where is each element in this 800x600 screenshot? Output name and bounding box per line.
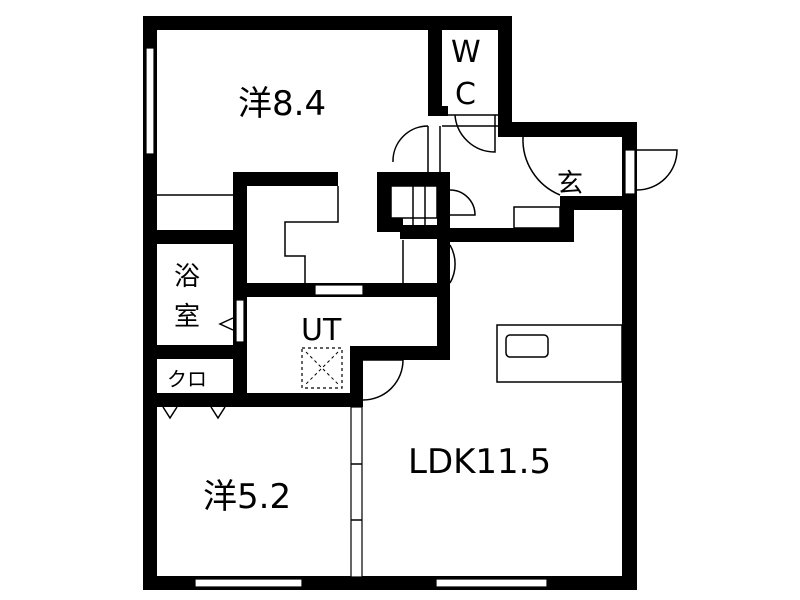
room-label-wc-c: C: [455, 77, 476, 112]
room-label-western-5-2: 洋5.2: [203, 477, 291, 517]
room-label-bath-2: 室: [174, 302, 200, 332]
room-label-closet: クロ: [167, 367, 207, 391]
room-label-utility: UT: [301, 313, 342, 348]
room-label-bath-1: 浴: [174, 262, 200, 292]
room-label-wc-w: W: [451, 35, 481, 70]
room-label-ldk: LDK11.5: [408, 442, 551, 482]
room-label-western-8-4: 洋8.4: [238, 84, 326, 124]
fixtures: [157, 114, 678, 578]
windows: [145, 47, 548, 588]
room-label-entrance: 玄: [557, 169, 583, 199]
